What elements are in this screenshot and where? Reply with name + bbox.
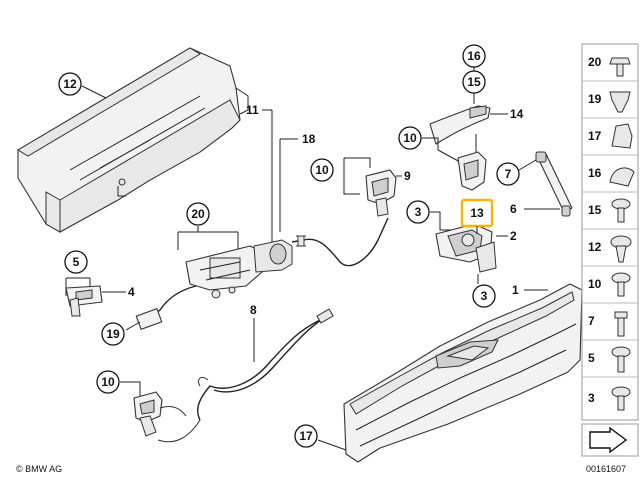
svg-text:3: 3 bbox=[415, 205, 422, 219]
svg-text:19: 19 bbox=[106, 327, 120, 341]
part-8-cable[interactable] bbox=[157, 308, 334, 443]
part-12-trim-trough[interactable] bbox=[17, 47, 249, 233]
svg-text:10: 10 bbox=[315, 163, 329, 177]
svg-text:1: 1 bbox=[512, 283, 519, 297]
svg-text:00161607: 00161607 bbox=[586, 464, 626, 474]
callout-3-upper[interactable]: 3 bbox=[406, 200, 430, 224]
svg-text:4: 4 bbox=[128, 285, 135, 299]
copyright-footer: © BMW AG bbox=[16, 464, 62, 474]
svg-text:12: 12 bbox=[63, 77, 77, 91]
callout-17[interactable]: 17 bbox=[294, 424, 318, 448]
svg-text:9: 9 bbox=[404, 169, 411, 183]
label-6: 6 bbox=[510, 202, 517, 216]
callout-5[interactable]: 5 bbox=[64, 250, 88, 274]
callout-7[interactable]: 7 bbox=[496, 162, 520, 186]
svg-text:7: 7 bbox=[505, 167, 512, 181]
callout-16[interactable]: 16 bbox=[462, 44, 486, 68]
svg-text:14: 14 bbox=[510, 107, 524, 121]
direction-arrow-icon bbox=[581, 423, 639, 457]
fastener-panel bbox=[581, 43, 639, 421]
svg-text:11: 11 bbox=[246, 103, 259, 117]
svg-text:20: 20 bbox=[588, 55, 602, 69]
label-1: 1 bbox=[512, 283, 519, 297]
side-item-17[interactable]: 17 bbox=[588, 123, 633, 149]
svg-text:5: 5 bbox=[588, 351, 595, 365]
label-18: 18 bbox=[302, 132, 316, 146]
part-6-gas-strut[interactable] bbox=[535, 151, 573, 217]
part-10-switch-upper[interactable] bbox=[457, 134, 487, 191]
svg-text:© BMW AG: © BMW AG bbox=[16, 464, 62, 474]
svg-text:16: 16 bbox=[467, 49, 481, 63]
svg-text:6: 6 bbox=[510, 202, 517, 216]
callout-20-group[interactable]: 20 bbox=[186, 202, 210, 226]
svg-text:8: 8 bbox=[250, 303, 257, 317]
svg-text:10: 10 bbox=[101, 375, 115, 389]
svg-text:15: 15 bbox=[467, 75, 481, 89]
part-14-handle-trim[interactable] bbox=[429, 105, 491, 145]
label-14: 14 bbox=[510, 107, 524, 121]
callout-19[interactable]: 19 bbox=[101, 322, 125, 346]
label-8: 8 bbox=[250, 303, 257, 317]
svg-text:3: 3 bbox=[481, 289, 488, 303]
svg-text:3: 3 bbox=[588, 391, 595, 405]
label-2: 2 bbox=[510, 229, 517, 243]
svg-text:12: 12 bbox=[588, 240, 602, 254]
callout-13-highlighted[interactable]: 13 bbox=[460, 198, 494, 228]
callout-10-upper[interactable]: 10 bbox=[398, 126, 422, 150]
part-10-switch-lower[interactable] bbox=[133, 391, 187, 437]
svg-text:5: 5 bbox=[73, 255, 80, 269]
part-2-latch[interactable] bbox=[435, 223, 497, 273]
callout-10-middle[interactable]: 10 bbox=[310, 158, 334, 182]
part-1-tailgate-panel[interactable] bbox=[343, 283, 583, 463]
label-9: 9 bbox=[404, 169, 411, 183]
side-item-5[interactable]: 5 bbox=[588, 346, 631, 373]
side-item-10[interactable]: 10 bbox=[588, 272, 631, 297]
part-4-bracket[interactable] bbox=[65, 285, 103, 317]
side-item-19[interactable]: 19 bbox=[588, 91, 631, 113]
side-item-15[interactable]: 15 bbox=[588, 198, 631, 223]
svg-text:10: 10 bbox=[588, 277, 602, 291]
svg-text:18: 18 bbox=[302, 132, 316, 146]
callout-12[interactable]: 12 bbox=[58, 72, 82, 96]
side-item-20[interactable]: 20 bbox=[588, 55, 631, 77]
side-item-3[interactable]: 3 bbox=[588, 386, 631, 411]
svg-text:2: 2 bbox=[510, 229, 517, 243]
callout-15[interactable]: 15 bbox=[462, 70, 486, 94]
part-20-lock-actuator[interactable] bbox=[185, 239, 293, 299]
svg-text:15: 15 bbox=[588, 203, 602, 217]
part-9-switch[interactable] bbox=[365, 169, 397, 217]
label-4: 4 bbox=[128, 285, 135, 299]
svg-text:13: 13 bbox=[470, 206, 484, 220]
svg-text:17: 17 bbox=[588, 129, 602, 143]
side-item-7[interactable]: 7 bbox=[588, 311, 628, 337]
side-item-16[interactable]: 16 bbox=[588, 166, 635, 187]
label-11: 11 bbox=[246, 103, 259, 117]
callout-10-lower[interactable]: 10 bbox=[96, 370, 120, 394]
svg-text:20: 20 bbox=[191, 207, 205, 221]
side-item-12[interactable]: 12 bbox=[588, 235, 632, 263]
svg-text:17: 17 bbox=[299, 429, 313, 443]
svg-text:10: 10 bbox=[403, 131, 417, 145]
diagram-number: 00161607 bbox=[586, 464, 626, 474]
svg-text:19: 19 bbox=[588, 92, 602, 106]
svg-text:16: 16 bbox=[588, 166, 602, 180]
callout-3-lower[interactable]: 3 bbox=[472, 284, 496, 308]
part-19-connector[interactable] bbox=[135, 308, 163, 330]
svg-text:7: 7 bbox=[588, 314, 595, 328]
